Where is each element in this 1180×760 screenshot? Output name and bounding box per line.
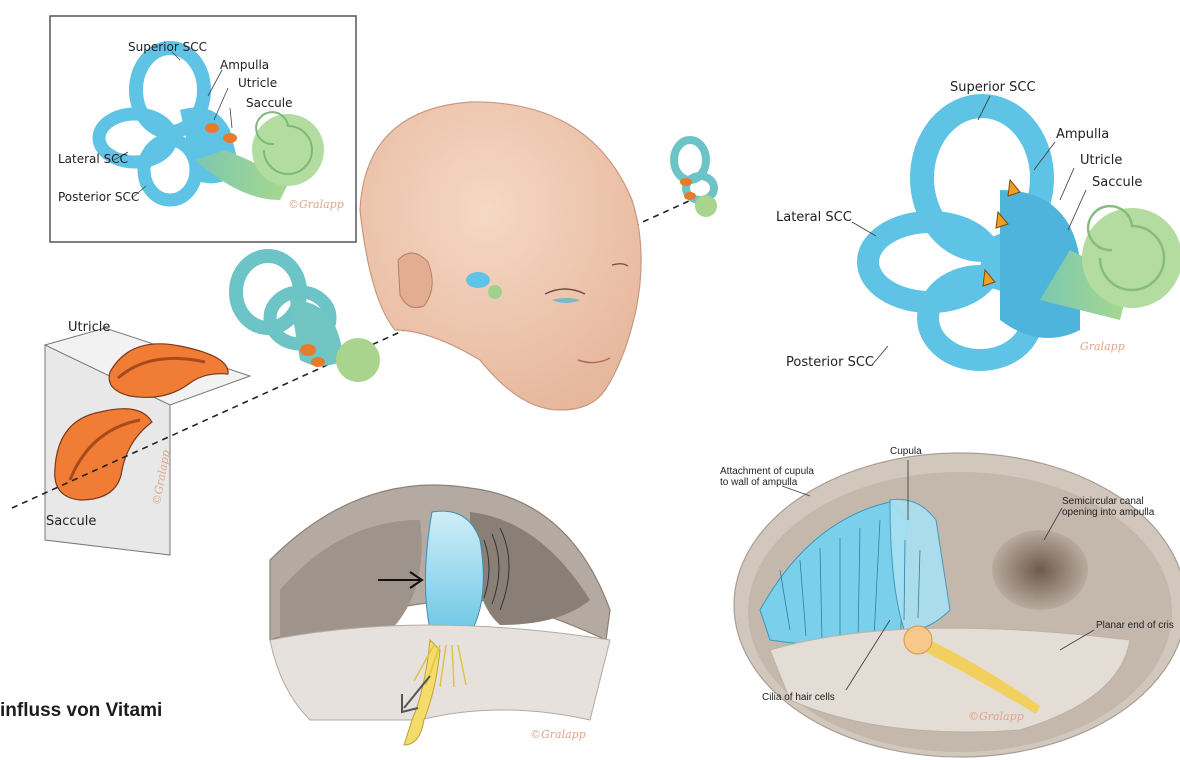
- inset-label-superior-scc: Superior SCC: [128, 40, 207, 54]
- right-label-lateral-scc: Lateral SCC: [776, 210, 852, 225]
- human-head: [360, 102, 641, 410]
- inset-label-lateral-scc: Lateral SCC: [58, 152, 128, 166]
- right-label-saccule: Saccule: [1092, 175, 1142, 190]
- inset-label-saccule: Saccule: [246, 96, 293, 110]
- otolith-label-utricle: Utricle: [68, 320, 110, 335]
- inset-label-ampulla: Ampulla: [220, 58, 269, 72]
- caption-text: influss von Vitami: [0, 700, 162, 722]
- cupula-shape: [425, 511, 483, 636]
- ampulla-label-canal-line2: opening into ampulla: [1062, 507, 1154, 518]
- ampulla-label-cupula: Cupula: [890, 446, 922, 457]
- ampulla-label-cilia: Cilia of hair cells: [762, 692, 835, 703]
- inset-signature: ©Gralapp: [288, 198, 344, 211]
- right-labyrinth: [852, 96, 1180, 365]
- ampulla-label-planar-end: Planar end of cris: [1096, 620, 1174, 631]
- ampulla-label-attachment-line2: to wall of ampulla: [720, 477, 797, 488]
- ampulla-label-canal-line1: Semicircular canal: [1062, 496, 1144, 507]
- right-signature: Gralapp: [1080, 340, 1125, 353]
- right-label-utricle: Utricle: [1080, 153, 1122, 168]
- ampulla-signature: ©Gralapp: [968, 710, 1024, 723]
- right-label-superior-scc: Superior SCC: [950, 80, 1036, 95]
- ampulla-label-attachment-line1: Attachment of cupula: [720, 466, 814, 477]
- small-labyrinth: [674, 140, 717, 217]
- cupula-section-signature: ©Gralapp: [530, 728, 586, 741]
- middle-labyrinth: [236, 256, 380, 382]
- cupula-section: [270, 485, 610, 745]
- otolith-label-saccule: Saccule: [46, 514, 96, 529]
- inset-label-posterior-scc: Posterior SCC: [58, 190, 139, 204]
- canal-opening: [992, 530, 1088, 610]
- inset-label-utricle: Utricle: [238, 76, 277, 90]
- right-label-posterior-scc: Posterior SCC: [786, 355, 874, 370]
- right-label-ampulla: Ampulla: [1056, 127, 1109, 142]
